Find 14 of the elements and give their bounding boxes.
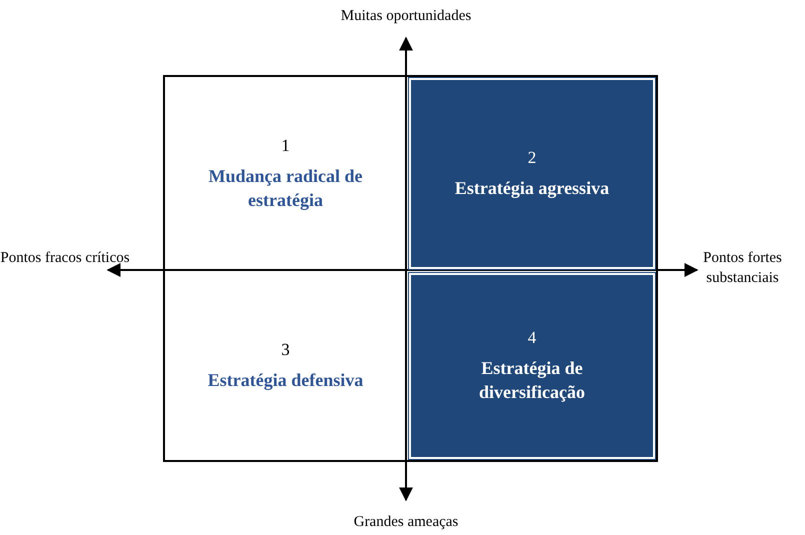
quadrant-title: Estratégia defensiva: [206, 369, 364, 392]
quadrant-title: Mudança radical de estratégia: [207, 164, 364, 212]
quadrant-number: 2: [528, 148, 536, 168]
axis-label: Pontos fortes substanciais: [702, 249, 783, 288]
quadrant-box: [408, 272, 656, 460]
axis-label: Grandes ameaças: [352, 513, 460, 532]
axis-label: Pontos fracos críticos: [0, 249, 130, 268]
quadrant-number: 1: [281, 136, 290, 156]
axis-label: Muitas oportunidades: [340, 7, 472, 26]
quadrant-number: 3: [281, 340, 290, 360]
quadrant-title: Estratégia de diversificação: [478, 357, 586, 404]
quadrant-title: Estratégia agressiva: [454, 176, 610, 200]
quadrant-box: [408, 77, 656, 270]
quadrant-number: 4: [528, 328, 536, 348]
